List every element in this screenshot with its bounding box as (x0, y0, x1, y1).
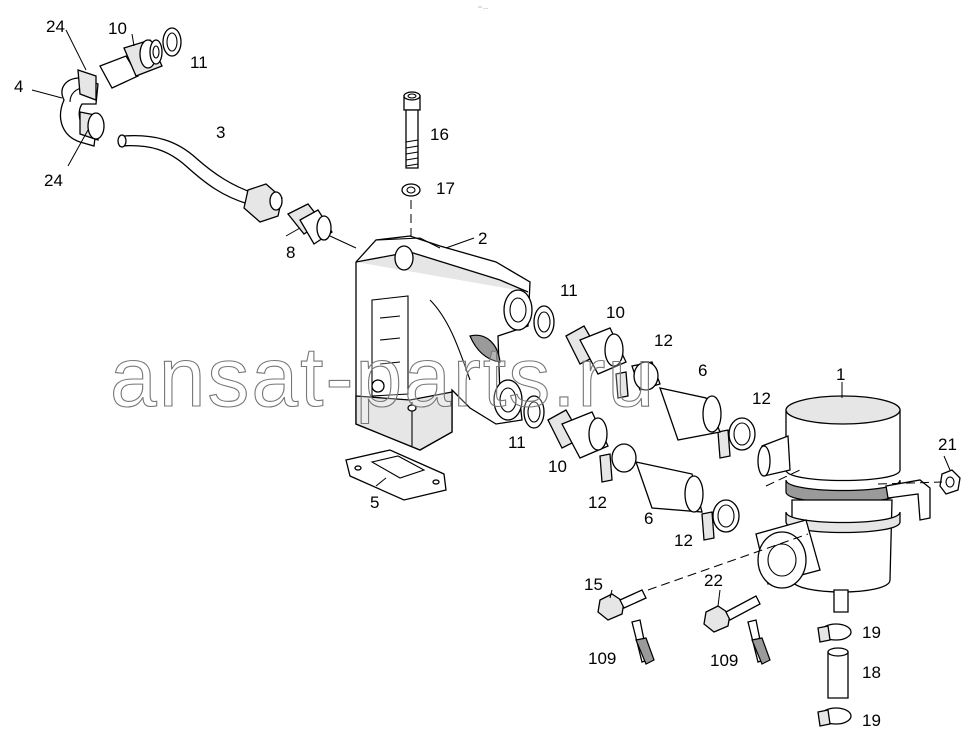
callout-10-top: 10 (108, 19, 127, 38)
callout-11-mid-upper: 11 (560, 281, 578, 300)
washer-part (401, 183, 421, 197)
o-ring-mid-upper (533, 305, 555, 339)
adapter-fitting-top (99, 39, 163, 89)
manifold-housing-part (355, 235, 533, 451)
hose-part-lower (635, 461, 704, 513)
callout-19-top: 19 (862, 623, 881, 642)
callout-19-bottom: 19 (862, 711, 881, 730)
nut-axis-line (877, 481, 943, 485)
callout-5: 5 (370, 493, 379, 512)
callout-12-a: 12 (654, 331, 673, 350)
callout-18: 18 (862, 663, 881, 682)
corner-mark: °° --- (478, 6, 489, 12)
clamp-part-c (599, 443, 637, 483)
callout-6-lower: 6 (644, 509, 653, 528)
small-hose-part (827, 647, 849, 699)
gasket-part (345, 449, 447, 501)
hose-part-upper (659, 387, 722, 441)
o-ring-top (162, 27, 182, 57)
hose-clamp-upper (817, 623, 852, 643)
callout-24-top: 24 (46, 17, 65, 36)
separator-body-part (755, 395, 931, 613)
callout-4: 4 (14, 77, 23, 96)
callout-labels: 24 10 11 4 24 3 16 17 2 8 11 10 12 6 1 1… (14, 17, 957, 730)
screw-part-left (597, 589, 647, 621)
callout-2: 2 (478, 229, 487, 248)
clamp-part-b (717, 417, 756, 459)
callout-17: 17 (436, 179, 455, 198)
callout-15: 15 (584, 575, 603, 594)
sealant-tube-left (631, 619, 655, 665)
separator-axis-line (765, 469, 801, 487)
screw-axis-line (647, 533, 809, 591)
clamp-part-a (615, 361, 661, 399)
adapter-fitting-mid-lower (547, 409, 609, 459)
screw-part-right (703, 595, 761, 633)
callout-12-d: 12 (674, 531, 693, 550)
callout-109-right: 109 (710, 651, 738, 670)
sealant-tube-right (747, 619, 771, 665)
callout-1: 1 (836, 365, 845, 384)
clamp-part-d (701, 499, 740, 541)
bolt-part (403, 91, 421, 169)
callout-11-mid-lower: 11 (508, 433, 526, 452)
callout-11-top: 11 (190, 53, 208, 72)
elbow-hose-part (59, 69, 105, 147)
callout-10-mid-upper: 10 (606, 303, 625, 322)
callout-3: 3 (216, 123, 225, 142)
adapter-fitting-mid-upper (565, 325, 627, 375)
o-ring-mid-lower (523, 395, 545, 429)
fitting-part (286, 203, 357, 249)
callout-22: 22 (704, 571, 723, 590)
callout-8: 8 (286, 243, 295, 262)
leader-lines (31, 29, 951, 607)
callout-21: 21 (938, 435, 957, 454)
callout-10-mid-lower: 10 (548, 457, 567, 476)
hose-clamp-lower (817, 707, 852, 727)
callout-16: 16 (430, 125, 449, 144)
nut-part (939, 469, 961, 495)
callout-12-b: 12 (752, 389, 771, 408)
callout-6-upper: 6 (698, 361, 707, 380)
callout-109-left: 109 (588, 649, 616, 668)
pipe-part (117, 134, 283, 223)
watermark-text: ansat-parts.ru (110, 330, 656, 424)
callout-24-bottom: 24 (44, 171, 63, 190)
callout-12-c: 12 (588, 493, 607, 512)
